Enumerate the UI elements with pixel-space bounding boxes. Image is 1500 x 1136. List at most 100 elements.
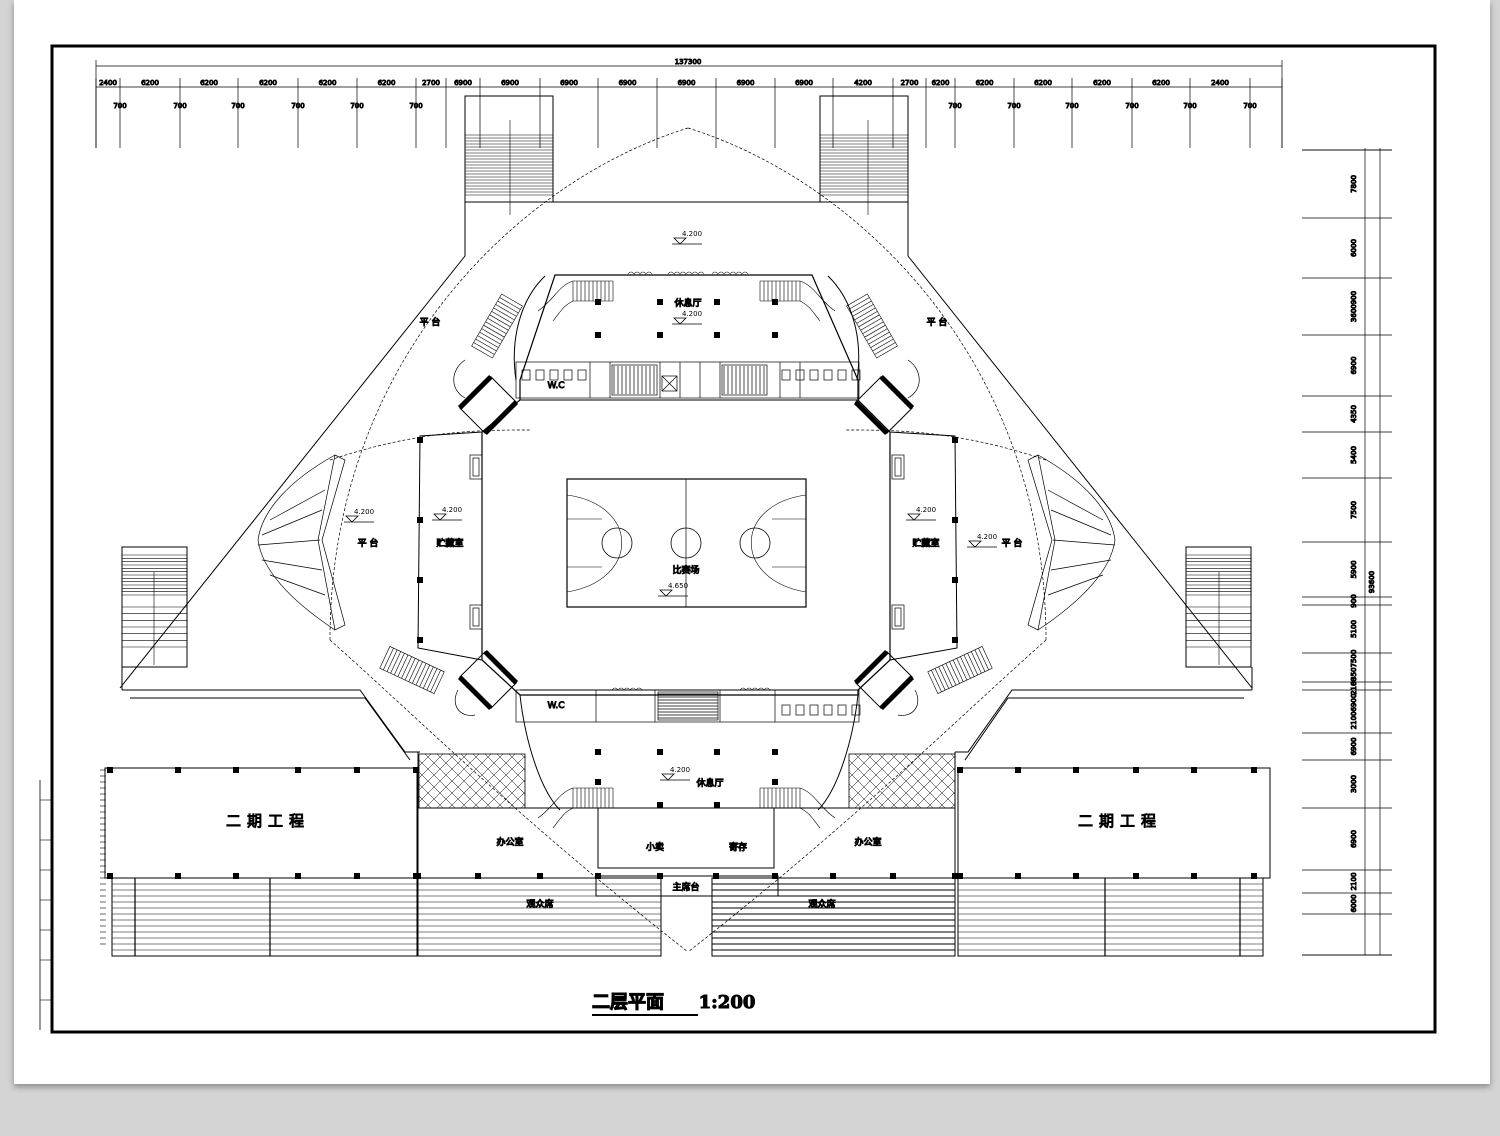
column	[1133, 873, 1139, 879]
elevation-value: 4.200	[442, 506, 462, 514]
top-dimension-label: 6200	[141, 79, 159, 87]
hatch-line	[418, 753, 432, 767]
top-sub-dimension-label: 700	[1243, 102, 1256, 110]
top-dimension-label: 6900	[737, 79, 755, 87]
top-dimension-chain	[95, 60, 1283, 148]
drawing-title: 二层平面	[592, 992, 664, 1013]
elevation-value: 4.200	[977, 533, 997, 541]
hatch-line	[418, 759, 468, 809]
room-label-stands-left: 观众席	[526, 898, 553, 910]
top-dimension-label: 6200	[932, 79, 950, 87]
hatch-line	[520, 803, 526, 809]
top-sub-dimension-label: 700	[291, 102, 304, 110]
room-label-phase2-left: 二期工程	[226, 812, 310, 830]
column	[657, 749, 663, 755]
room-label-phase2-right: 二期工程	[1078, 812, 1162, 830]
roof-outline-dashed	[329, 127, 1047, 953]
right-dimension-label: 4350	[1350, 405, 1358, 423]
top-dimension-label: 4200	[854, 79, 872, 87]
top-sub-dimension-label: 700	[948, 102, 961, 110]
hatch-line	[418, 771, 456, 809]
right-dimension-label: 33507500	[1350, 650, 1358, 686]
elevation-triangle	[658, 589, 688, 597]
hatch-line	[484, 767, 526, 809]
elevator-cross	[661, 375, 678, 392]
hatch-line	[472, 753, 526, 807]
stair-core	[611, 364, 658, 396]
top-dimension-label: 6200	[1093, 79, 1111, 87]
elevation-value: 4.200	[354, 508, 374, 516]
service-band-south	[515, 689, 860, 723]
column	[657, 802, 663, 808]
hatch-line	[848, 759, 898, 809]
room-label-stands-right: 观众席	[808, 898, 835, 910]
hatch-line	[848, 771, 886, 809]
right-dimension-label: 3600900	[1350, 291, 1358, 322]
toilet-fixture	[535, 369, 545, 381]
vomitory	[469, 604, 483, 630]
toilet-fixture	[549, 369, 559, 381]
column	[537, 873, 543, 879]
hatch-line	[418, 753, 456, 791]
vomitory	[469, 454, 483, 480]
toilet-fixture	[781, 704, 791, 716]
hatch-line	[914, 753, 956, 795]
column	[413, 767, 419, 773]
service-cores	[469, 271, 905, 723]
room-label-platform-e: 平 台	[1002, 537, 1023, 549]
column	[957, 873, 963, 879]
top-dimension-label: 6200	[378, 79, 396, 87]
column	[890, 873, 896, 879]
basketball-court	[566, 478, 807, 608]
column	[415, 873, 421, 879]
toilet-fixture	[795, 369, 805, 381]
elevation-marker: 4.200	[660, 766, 690, 781]
hatch-line	[950, 753, 956, 759]
top-dimension-label: 6200	[976, 79, 994, 87]
drawing-scale: 1:200	[699, 992, 756, 1013]
room-label-storage-w: 贮藏室	[436, 537, 463, 549]
column	[830, 873, 836, 879]
room-label-wc-south: W.C	[547, 701, 564, 711]
elevation-value: 4.200	[682, 230, 702, 238]
toilet-fixture	[795, 704, 805, 716]
top-sub-dimension-label: 700	[231, 102, 244, 110]
column	[1015, 767, 1021, 773]
hatch-line	[950, 803, 956, 809]
column	[595, 299, 601, 305]
hatch-line	[848, 795, 862, 809]
room-label-wc-north: W.C	[547, 381, 564, 391]
top-sub-dimension-label: 700	[173, 102, 186, 110]
top-dimension-label: 2400	[99, 79, 117, 87]
toilet-fixture	[809, 704, 819, 716]
elevation-value: 4.650	[668, 582, 688, 590]
top-dimension-label: 6200	[259, 79, 277, 87]
column	[657, 332, 663, 338]
elevation-triangle	[432, 513, 462, 521]
column	[714, 299, 720, 305]
room-label-platform-nw: 平 台	[420, 316, 441, 328]
top-sub-dimension-label: 700	[350, 102, 363, 110]
top-dimension-label: 2400	[1211, 79, 1229, 87]
column	[417, 437, 423, 443]
column	[354, 873, 360, 879]
elevation-marker: 4.200	[906, 506, 936, 521]
stair-blocks	[122, 120, 1251, 829]
right-dimension-label: 6000	[1350, 239, 1358, 257]
column	[107, 767, 113, 773]
right-dimension-label: 5100	[1350, 620, 1358, 638]
toilet-fixture	[577, 369, 587, 381]
curtain	[739, 687, 771, 691]
toilet-fixture	[521, 369, 531, 381]
column	[772, 873, 778, 879]
curtain	[667, 271, 705, 275]
hatch-line	[496, 753, 526, 783]
elevation-triangle	[660, 773, 690, 781]
elevation-marker: 4.200	[344, 508, 374, 523]
right-dimension-label: 5900	[1350, 561, 1358, 579]
diagonal-stair	[927, 646, 993, 694]
column	[714, 749, 720, 755]
